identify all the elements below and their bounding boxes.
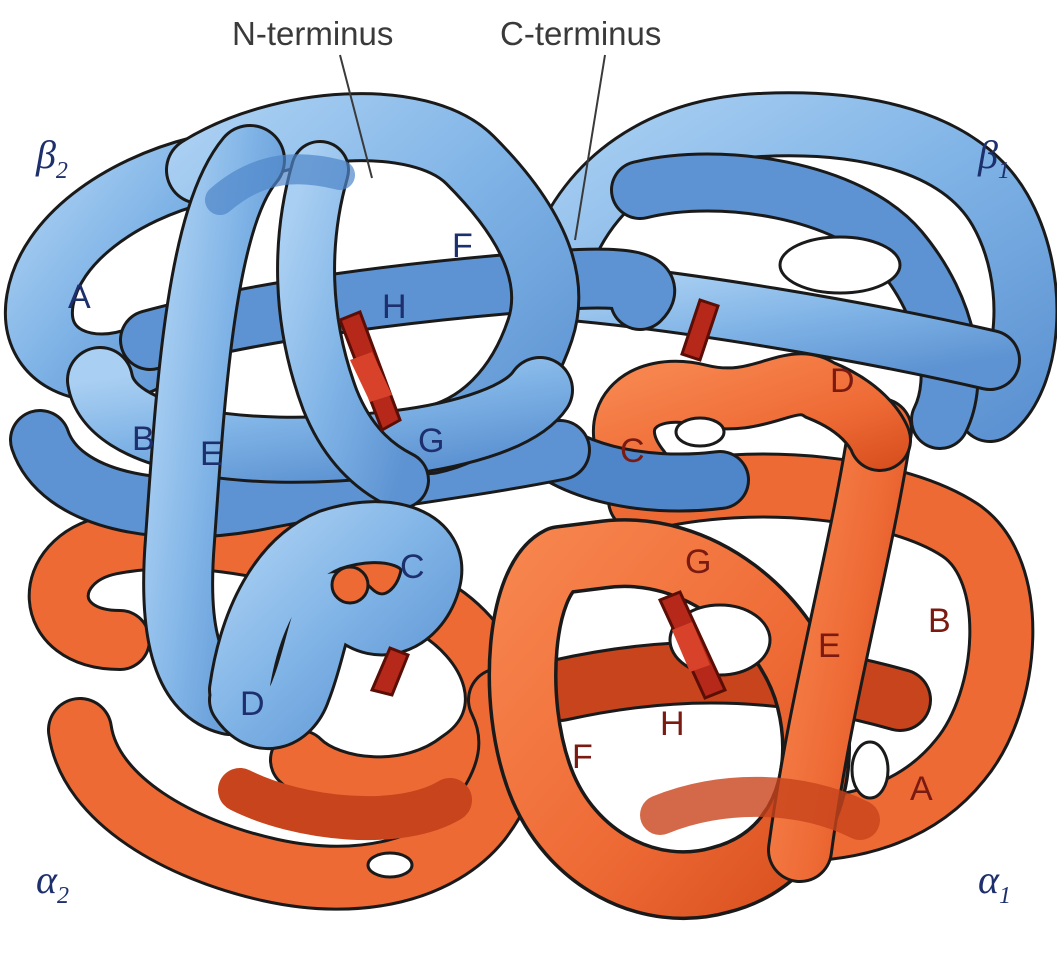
alpha1-helix-B-label: B: [928, 602, 951, 640]
alpha1-helix-G-label: G: [685, 543, 711, 581]
beta1-helix-D-label: D: [830, 362, 855, 400]
beta2-helix-D-label: D: [240, 685, 265, 723]
alpha1-subunit-label: α1: [978, 857, 1011, 909]
alpha1-helix-E-label: E: [818, 627, 841, 665]
beta2-helix-C-label: C: [400, 548, 425, 586]
alpha1-helix-A-label: A: [910, 770, 933, 808]
alpha1-helix-F-label: F: [572, 738, 593, 776]
alpha2-subunit-label: α2: [36, 857, 69, 909]
beta2-helix-F-label: F: [452, 227, 473, 265]
n-terminus-label: N-terminus: [232, 15, 393, 52]
beta1-helix-C-label: C: [620, 432, 645, 470]
beta2-helix-E-label: E: [200, 435, 223, 473]
beta1-subunit-label: β1: [977, 132, 1010, 184]
beta2-helix-H-label: H: [382, 288, 407, 326]
alpha1-helix-H-label: H: [660, 705, 685, 743]
c-terminus-label: C-terminus: [500, 15, 661, 52]
beta2-helix-G-label: G: [418, 422, 444, 460]
beta2-helix-B-label: B: [132, 420, 155, 458]
beta2-subunit-label: β2: [35, 132, 68, 184]
beta2-helix-A-label: A: [68, 278, 91, 316]
